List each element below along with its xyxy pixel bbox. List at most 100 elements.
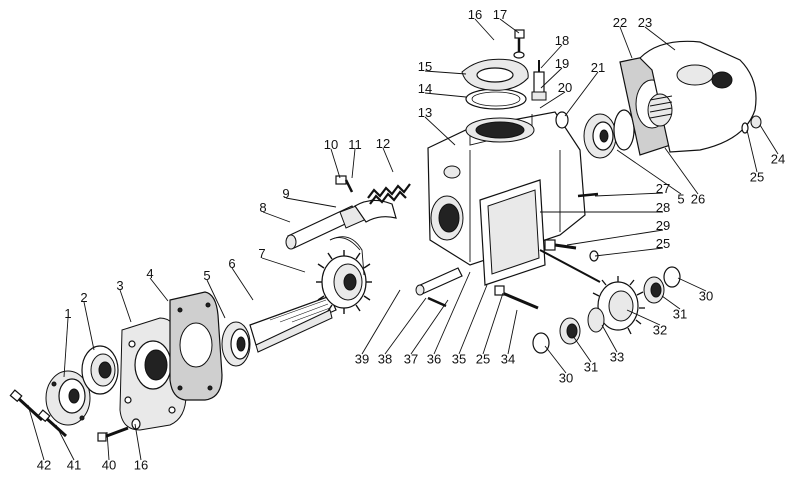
washer-25 [741, 122, 749, 134]
part-number-label: 8 [259, 200, 266, 215]
callout-c7: 7 [258, 246, 306, 273]
leader-line [619, 26, 633, 59]
leader-line [572, 335, 592, 363]
part-number-label: 40 [102, 458, 116, 473]
leader-line [661, 295, 681, 310]
callout-c22: 22 [613, 15, 633, 59]
bolt-42 [9, 389, 44, 422]
callout-c13: 13 [418, 105, 456, 146]
callout-c6: 6 [228, 256, 254, 301]
part-number-label: 16 [134, 458, 148, 473]
callout-c5b: 5 [616, 149, 685, 207]
part-number-label: 4 [146, 266, 153, 281]
shaft-6 [249, 295, 337, 353]
leader-line [119, 289, 132, 323]
callout-c29: 29 [566, 218, 670, 246]
leader-line [424, 70, 467, 75]
callout-c26: 26 [664, 147, 705, 207]
callout-c39: 39 [355, 289, 401, 367]
leader-line [63, 317, 69, 378]
callout-c28: 28 [540, 200, 670, 215]
part-number-label: 11 [348, 137, 362, 152]
callout-c41: 41 [55, 424, 81, 473]
callout-c27: 27 [594, 181, 670, 197]
part-number-label: 25 [476, 352, 490, 367]
part-number-label: 20 [558, 80, 572, 95]
leader-line [746, 129, 758, 173]
part-number-label: 12 [376, 136, 390, 151]
part-number-label: 34 [501, 352, 515, 367]
callout-c25b: 25 [594, 236, 670, 257]
leader-line [594, 247, 664, 257]
gear-32 [592, 276, 645, 335]
leader-line [83, 301, 95, 351]
part-number-label: 28 [656, 200, 670, 215]
callout-c19: 19 [540, 56, 569, 89]
leader-line [285, 197, 337, 208]
callout-c15: 15 [418, 59, 467, 75]
part-number-label: 13 [418, 105, 432, 120]
leader-line [564, 71, 599, 117]
callout-c20: 20 [539, 80, 572, 109]
leader-line [384, 297, 427, 355]
leader-line [330, 148, 341, 179]
leader-line [540, 44, 563, 69]
callout-c30a: 30 [677, 277, 713, 304]
part-number-label: 21 [591, 60, 605, 75]
leader-line [410, 299, 449, 355]
part-number-label: 3 [116, 278, 123, 293]
callout-c16a: 16 [468, 7, 495, 41]
callout-c38: 38 [378, 297, 427, 367]
fork-9 [354, 199, 397, 223]
leader-line [424, 92, 467, 98]
part-number-label: 30 [559, 371, 573, 386]
nut-24 [750, 115, 762, 129]
part-number-label: 22 [613, 15, 627, 30]
callout-c8: 8 [259, 200, 291, 223]
shaft-36 [415, 267, 463, 296]
leader-line [616, 149, 682, 195]
part-number-label: 17 [493, 7, 507, 22]
leader-line [149, 277, 169, 302]
part-number-label: 14 [418, 81, 432, 96]
leader-line [664, 147, 699, 195]
callout-c33: 33 [601, 324, 624, 365]
bearing-5-right [583, 113, 617, 159]
leader-line [27, 404, 45, 461]
leader-line [361, 289, 401, 355]
part-number-label: 30 [699, 289, 713, 304]
part-number-label: 7 [258, 246, 265, 261]
gear-7 [316, 250, 372, 314]
callout-c5a: 5 [203, 268, 226, 319]
leader-line [433, 271, 471, 355]
leader-line [261, 257, 306, 273]
part-number-label: 10 [324, 137, 338, 152]
spacer-33 [587, 307, 605, 333]
callout-c14: 14 [418, 81, 467, 98]
part-number-label: 31 [673, 307, 687, 322]
callout-c34: 34 [501, 309, 518, 367]
part-number-label: 9 [282, 186, 289, 201]
leader-line [231, 267, 254, 301]
callout-c30b: 30 [544, 345, 573, 386]
part-number-label: 39 [355, 352, 369, 367]
callout-c17: 17 [493, 7, 520, 34]
part-number-label: 31 [584, 360, 598, 375]
screw-10-11 [335, 175, 354, 193]
callout-c36: 36 [427, 271, 471, 367]
leader-line [759, 124, 779, 155]
part-number-label: 5 [677, 192, 684, 207]
washer-30-left [532, 332, 550, 354]
leader-line [677, 277, 707, 292]
part-number-label: 42 [37, 458, 51, 473]
part-number-label: 16 [468, 7, 482, 22]
part-number-label: 18 [555, 33, 569, 48]
pipe-39 [329, 236, 365, 276]
callout-c42: 42 [27, 404, 51, 473]
part-number-label: 23 [638, 15, 652, 30]
leader-line [206, 279, 226, 319]
part-number-label: 24 [771, 152, 785, 167]
parts-artwork [9, 29, 762, 442]
leader-line [499, 18, 520, 34]
part-number-label: 5 [203, 268, 210, 283]
